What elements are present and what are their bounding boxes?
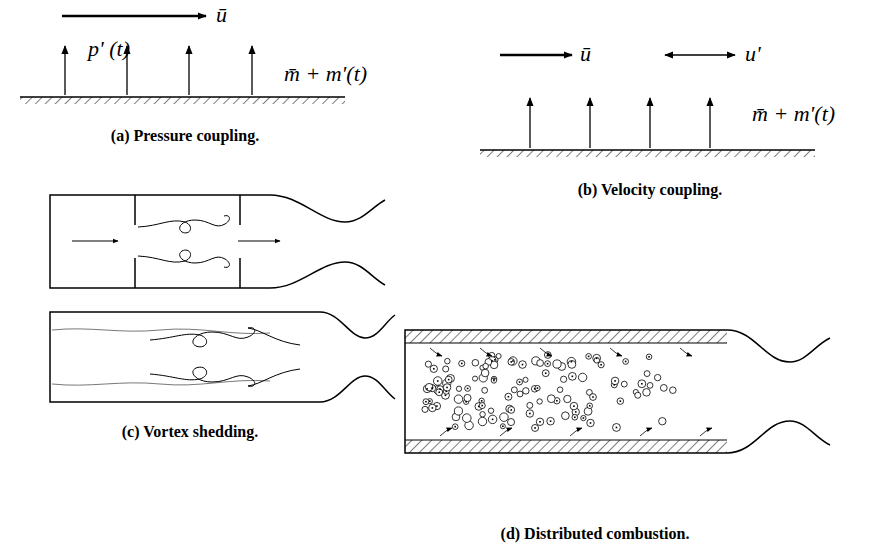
shear-layers: [52, 329, 270, 385]
panel-caption: (d) Distributed combustion.: [501, 526, 690, 542]
velocity-symbol: ū: [216, 4, 227, 26]
mean-flow-arrow: [62, 15, 206, 18]
flow-arrow: [72, 241, 118, 242]
wall-hatching: [20, 97, 345, 104]
wall-hatching: [480, 150, 815, 157]
propellant-grain: [405, 330, 727, 343]
wall: [480, 149, 815, 151]
flow-arrow: [238, 241, 280, 242]
velocity-fluctuation-symbol: u': [745, 43, 761, 65]
vortices: [138, 216, 229, 268]
injection-arrows: [430, 348, 712, 436]
propellant-grain: [405, 440, 727, 453]
oscillation-arrow: [665, 54, 735, 55]
panel-caption: (b) Velocity coupling.: [578, 182, 722, 198]
motor-case: [405, 330, 830, 453]
mass-flux-arrows: [530, 98, 710, 148]
panel-caption: (a) Pressure coupling.: [111, 128, 259, 144]
mass-flux-label: m̄ + m'(t): [752, 103, 835, 125]
wall: [20, 96, 345, 98]
panel-caption: (c) Vortex shedding.: [122, 424, 258, 440]
pressure-symbol: p' (t): [88, 38, 130, 60]
mean-flow-arrow: [500, 54, 572, 57]
vortices: [150, 328, 300, 387]
chamber-outline: [50, 312, 395, 402]
velocity-symbol: ū: [580, 43, 591, 65]
mass-flux-label: m̄ + m'(t): [284, 63, 367, 85]
burning-particles: [422, 352, 676, 432]
chamber-outline: [50, 195, 385, 288]
